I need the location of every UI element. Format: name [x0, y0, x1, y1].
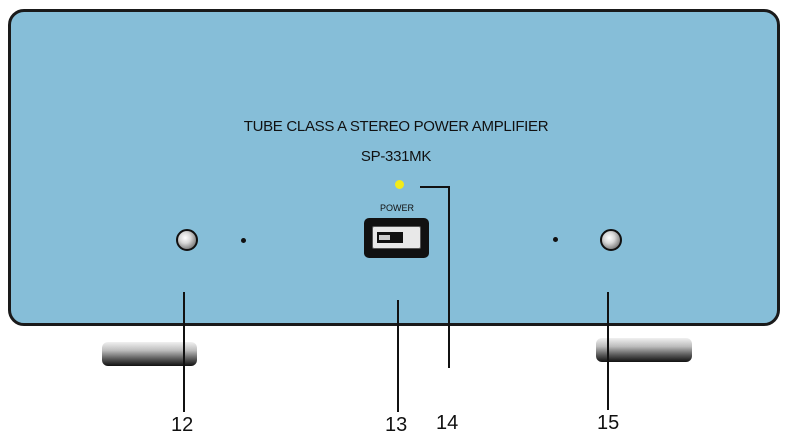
callout-12: 12	[171, 414, 194, 436]
left-indicator-dot	[241, 238, 246, 243]
leader-line-12	[183, 292, 185, 412]
power-switch-rocker	[377, 232, 403, 243]
power-switch-inner	[372, 226, 421, 249]
leader-line-15	[607, 292, 609, 410]
power-switch[interactable]	[364, 218, 429, 258]
left-foot	[102, 342, 197, 366]
callout-14: 14	[436, 412, 459, 434]
right-control-knob[interactable]	[600, 229, 622, 251]
model-name: SP-331MK	[360, 148, 432, 165]
power-led-indicator	[395, 180, 404, 189]
power-switch-rocker-highlight	[379, 235, 390, 240]
left-control-knob[interactable]	[176, 229, 198, 251]
right-foot	[596, 338, 692, 362]
leader-line-13	[397, 300, 399, 412]
leader-line-14-horizontal	[420, 186, 450, 188]
callout-13: 13	[385, 414, 408, 436]
right-indicator-dot	[553, 237, 558, 242]
leader-line-14-vertical	[448, 186, 450, 368]
power-label: POWER	[379, 203, 414, 213]
callout-15: 15	[597, 412, 620, 434]
amplifier-front-panel	[8, 9, 780, 326]
panel-title: TUBE CLASS A STEREO POWER AMPLIFIER	[243, 118, 549, 135]
